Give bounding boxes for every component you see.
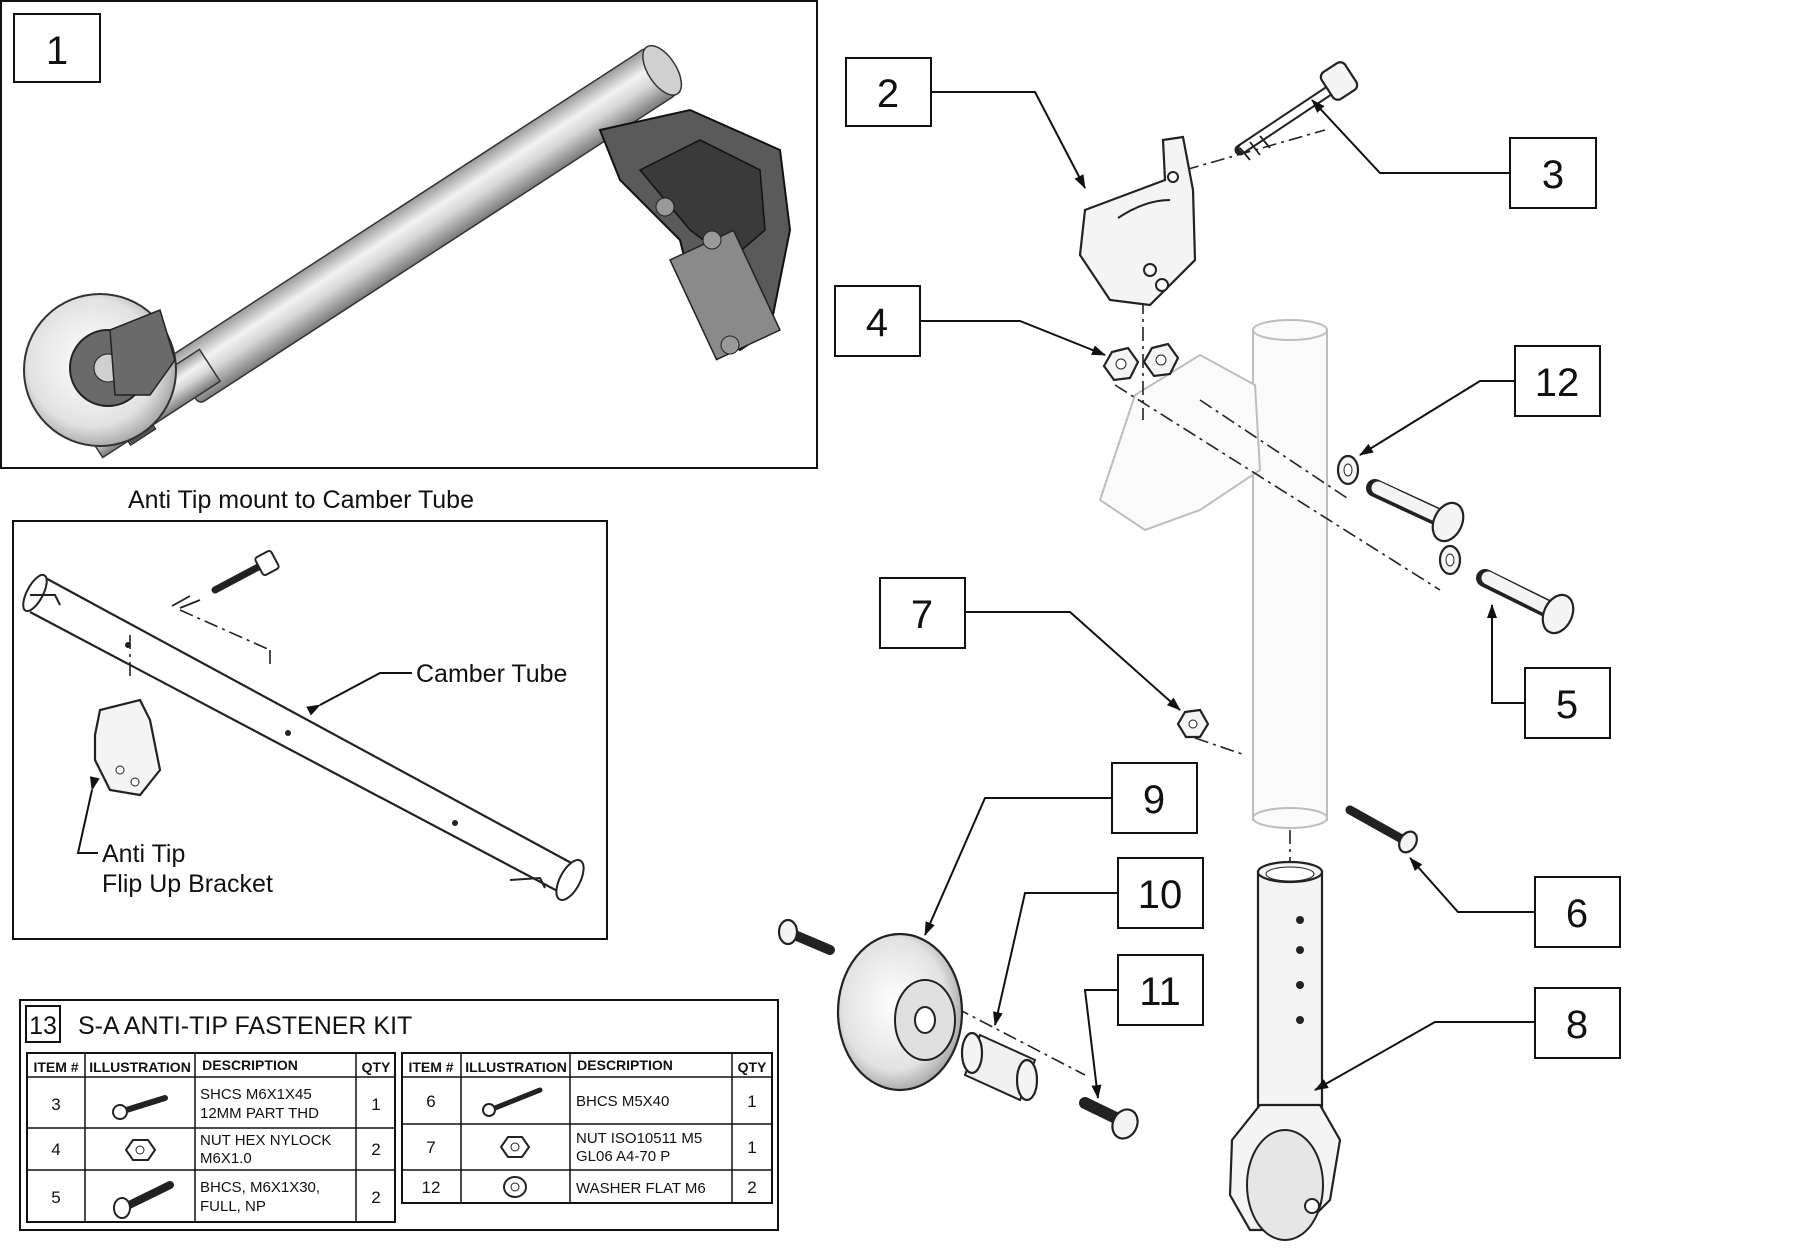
part-7-nut — [1176, 708, 1210, 739]
flip-up-bracket-render — [598, 108, 792, 361]
part-12-washers — [1336, 454, 1462, 576]
row-desc-line1: BHCS M5X40 — [576, 1093, 669, 1110]
callout-6: 6 — [1409, 857, 1621, 948]
part-5-button-screws — [1366, 479, 1575, 635]
callout-12: 12 — [1359, 345, 1601, 456]
kit-table-right: ITEM # ILLUSTRATION DESCRIPTION QTY 6 BH… — [401, 1052, 773, 1204]
callout-2-label: 2 — [877, 72, 899, 116]
table-row: 12 WASHER FLAT M6 2 — [422, 1176, 757, 1198]
row-desc-line2: 12MM PART THD — [200, 1105, 319, 1122]
assembly-view-panel: 1 — [0, 0, 818, 469]
antitip-wheel-render — [23, 293, 177, 447]
callout-3-label: 3 — [1542, 153, 1564, 197]
camber-tube-leader — [306, 672, 412, 716]
screw-icon — [482, 1087, 543, 1117]
callout-10-label: 10 — [1138, 873, 1183, 917]
callout-3: 3 — [1311, 99, 1597, 209]
row-desc-line1: SHCS M6X1X45 — [200, 1086, 312, 1103]
washer-icon — [503, 1176, 527, 1198]
callout-8-label: 8 — [1566, 1003, 1588, 1047]
camber-tube-outline — [22, 573, 585, 901]
right-header-description: DESCRIPTION — [577, 1057, 673, 1073]
table-row: 7 NUT ISO10511 M5 GL06 A4-70 P 1 — [426, 1130, 756, 1165]
left-header-item: ITEM # — [33, 1059, 78, 1075]
bracket-leader — [76, 776, 100, 854]
row-desc-line2: GL06 A4-70 P — [576, 1148, 670, 1165]
exploded-view: 2 3 4 12 7 5 9 — [777, 57, 1621, 1241]
callout-7-label: 7 — [911, 593, 933, 637]
left-header-illustration: ILLUSTRATION — [89, 1059, 191, 1075]
row-qty: 1 — [747, 1092, 756, 1111]
callout-10: 10 — [993, 857, 1204, 1026]
table-row: 5 BHCS, M6X1X30, FULL, NP 2 — [51, 1179, 381, 1219]
callout-7: 7 — [879, 577, 1181, 711]
nut-icon — [499, 1136, 531, 1158]
row-item: 5 — [51, 1188, 60, 1207]
callout-5: 5 — [1487, 604, 1611, 739]
button-screw-icon — [113, 1181, 174, 1219]
row-desc-line2: M6X1.0 — [200, 1150, 252, 1167]
kit-number: 13 — [29, 1012, 57, 1040]
callout-2: 2 — [845, 57, 1086, 189]
part-4-nylock-nuts — [1102, 342, 1180, 382]
callout-4: 4 — [834, 285, 1106, 357]
camber-tube-detail: Anti Tip mount to Camber Tube Camber Tub… — [12, 486, 608, 940]
callout-8: 8 — [1314, 987, 1621, 1091]
row-qty: 1 — [371, 1095, 380, 1114]
camber-tube-label: Camber Tube — [416, 660, 567, 688]
row-item: 7 — [426, 1138, 435, 1157]
part-2-flip-up-bracket — [1078, 135, 1197, 307]
part-3-shcs-screw — [1234, 61, 1359, 161]
row-qty: 1 — [747, 1138, 756, 1157]
part-10-spacer — [960, 1031, 1039, 1102]
kit-number-box — [25, 1005, 61, 1043]
detail-title: Anti Tip mount to Camber Tube — [128, 486, 474, 514]
callout-4-label: 4 — [866, 301, 888, 345]
left-header-description: DESCRIPTION — [202, 1057, 298, 1073]
bracket-label-line2: Flip Up Bracket — [102, 870, 273, 898]
table-row: 6 BHCS M5X40 1 — [426, 1087, 757, 1117]
nut-icon — [124, 1139, 157, 1161]
detail-bolt — [171, 550, 280, 609]
right-header-item: ITEM # — [408, 1059, 453, 1075]
row-item: 3 — [51, 1095, 60, 1114]
bracket-label-line1: Anti Tip — [102, 840, 185, 868]
row-desc-line1: NUT HEX NYLOCK — [200, 1132, 331, 1149]
row-desc-line1: BHCS, M6X1X30, — [200, 1179, 320, 1196]
callout-9: 9 — [924, 762, 1198, 936]
row-item: 6 — [426, 1092, 435, 1111]
part-11-screw — [1079, 1097, 1139, 1140]
row-qty: 2 — [371, 1140, 380, 1159]
left-header-qty: QTY — [362, 1059, 391, 1075]
part-6-bhcs-screw — [1345, 805, 1418, 854]
callout-11: 11 — [1083, 954, 1204, 1099]
row-desc-line2: FULL, NP — [200, 1198, 266, 1215]
kit-title: S-A ANTI-TIP FASTENER KIT — [78, 1012, 412, 1040]
callout-12-label: 12 — [1535, 361, 1580, 405]
callout-5-label: 5 — [1556, 683, 1578, 727]
fastener-kit-table: 13 S-A ANTI-TIP FASTENER KIT ITEM # ILLU… — [19, 999, 779, 1231]
part-9-wheel — [777, 918, 964, 1092]
table-row: 4 NUT HEX NYLOCK M6X1.0 2 — [51, 1132, 380, 1167]
callout-11-label: 11 — [1139, 970, 1181, 1014]
part-8-caster-fork — [1228, 860, 1342, 1241]
table-row: 3 SHCS M6X1X45 12MM PART THD 1 — [51, 1086, 380, 1122]
row-item: 12 — [422, 1178, 441, 1197]
kit-table-left: ITEM # ILLUSTRATION DESCRIPTION QTY 3 SH… — [26, 1052, 396, 1223]
row-qty: 2 — [371, 1188, 380, 1207]
right-header-illustration: ILLUSTRATION — [465, 1059, 567, 1075]
callout-1-label: 1 — [46, 29, 68, 73]
row-item: 4 — [51, 1140, 60, 1159]
detail-flip-up-bracket — [93, 698, 162, 797]
callout-9-label: 9 — [1143, 778, 1165, 822]
callout-6-label: 6 — [1566, 892, 1588, 936]
row-desc-line1: NUT ISO10511 M5 — [576, 1130, 702, 1147]
screw-icon — [112, 1095, 168, 1120]
ghost-caster-tube — [1098, 319, 1328, 829]
right-header-qty: QTY — [738, 1059, 767, 1075]
callout-1: 1 — [13, 13, 101, 83]
row-desc-line1: WASHER FLAT M6 — [576, 1180, 706, 1197]
row-qty: 2 — [747, 1178, 756, 1197]
